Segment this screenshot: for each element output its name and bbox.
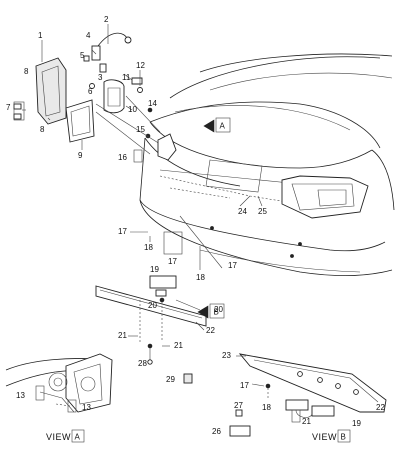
callout-21-right: 21 [302, 417, 311, 426]
callout-7: 7 [6, 103, 11, 112]
callout-21-left: 21 [118, 331, 127, 340]
callout-8-top: 8 [24, 67, 29, 76]
callout-22-right: 22 [376, 403, 385, 412]
callout-12: 12 [136, 61, 145, 70]
callout-18-lower: 18 [196, 273, 205, 282]
callout-17-left: 17 [118, 227, 127, 236]
svg-text:B: B [341, 433, 346, 442]
callout-13-left: 13 [16, 391, 25, 400]
callout-1: 1 [38, 31, 43, 40]
callout-28: 28 [138, 359, 147, 368]
callout-6: 6 [88, 87, 93, 96]
svg-text:B: B [214, 308, 219, 317]
ref-arrow-a: A [203, 117, 231, 133]
callout-4: 4 [86, 31, 91, 40]
callout-23: 23 [222, 351, 231, 360]
callout-8-bottom: 8 [40, 125, 45, 134]
license-garnish-icon [238, 353, 387, 413]
callout-20-right: 20 [214, 305, 223, 314]
callout-3: 3 [98, 73, 103, 82]
rear-garnish-assembly [95, 275, 207, 384]
license-lamp-detail [229, 353, 387, 437]
callout-26: 26 [212, 427, 221, 436]
ref-arrow-b: B [197, 303, 225, 319]
callout-9: 9 [78, 151, 83, 160]
svg-text:VIEW: VIEW [46, 432, 71, 442]
callout-17-viewb: 17 [240, 381, 249, 390]
car-rear-body [139, 53, 395, 277]
callout-10: 10 [128, 105, 137, 114]
gasket-icon [65, 99, 95, 143]
callout-16: 16 [118, 153, 127, 162]
callout-18-viewb: 18 [262, 403, 271, 412]
callout-11: 11 [122, 73, 131, 82]
callout-14: 14 [148, 99, 157, 108]
svg-text:A: A [220, 122, 226, 131]
callout-13-right: 13 [82, 403, 91, 412]
callout-leaders [22, 24, 265, 387]
callout-17-right: 17 [228, 261, 237, 270]
garnish-bar-icon [95, 285, 207, 327]
callout-5: 5 [80, 51, 85, 60]
callout-2: 2 [104, 15, 109, 24]
callout-24: 24 [238, 207, 247, 216]
callout-25: 25 [258, 207, 267, 216]
view-b-label: VIEW B [312, 429, 351, 443]
callout-27: 27 [234, 401, 243, 410]
callout-21-mid: 21 [174, 341, 183, 350]
svg-text:VIEW: VIEW [312, 432, 337, 442]
view-a-detail [5, 353, 113, 413]
svg-text:A: A [75, 433, 81, 442]
view-a-label: VIEW A [46, 429, 85, 443]
lens-icon [103, 79, 125, 114]
lamp-housing-icon [35, 57, 67, 125]
callout-29: 29 [166, 375, 175, 384]
callout-15: 15 [136, 125, 145, 134]
callout-18: 18 [144, 243, 153, 252]
upper-left-lamp-group [13, 32, 177, 161]
socket-icon [91, 45, 101, 61]
callout-20-left: 20 [148, 301, 157, 310]
callout-22: 22 [206, 326, 215, 335]
callout-19-viewb: 19 [352, 419, 361, 428]
callout-17-mid: 17 [168, 257, 177, 266]
callout-labels: 1 2 3 4 5 6 7 8 8 9 10 11 12 14 15 16 17… [6, 15, 385, 436]
callout-19: 19 [150, 265, 159, 274]
